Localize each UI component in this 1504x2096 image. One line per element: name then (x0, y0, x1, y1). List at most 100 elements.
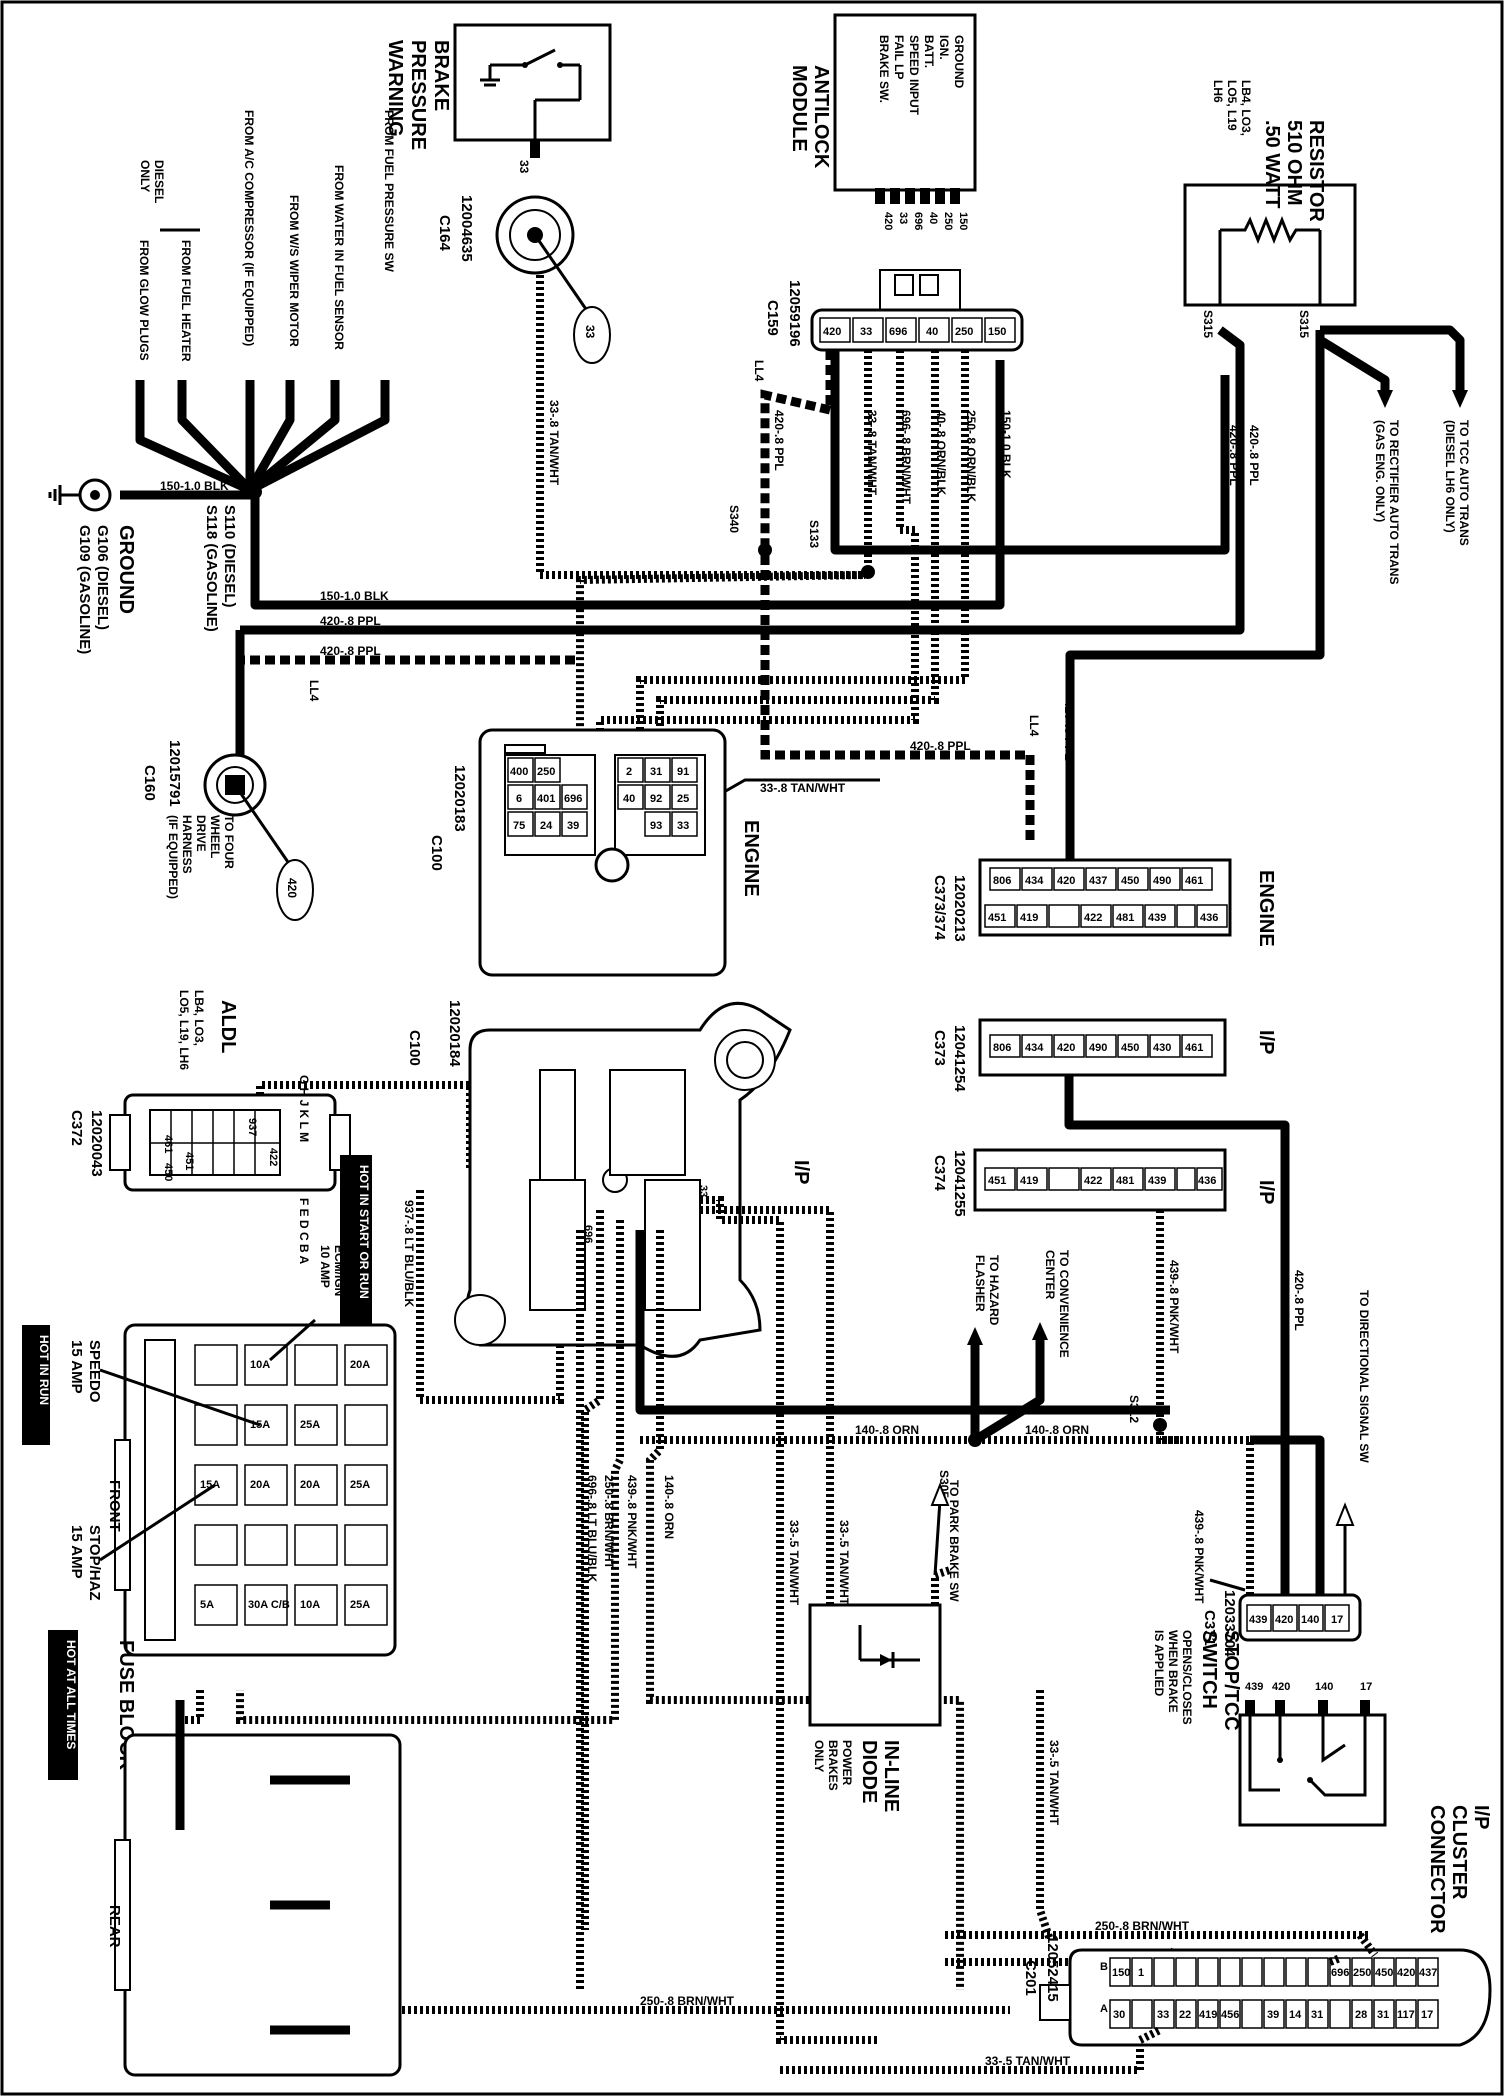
hot-all-text: HOT AT ALL TIMES (64, 1640, 78, 1749)
c373e-pin-450: 450 (1121, 875, 1139, 887)
s110-label-2: S118 (GASOLINE) (203, 505, 220, 632)
wire-label-420-ppl-6: 420-.8 PPL (1062, 700, 1076, 761)
antilock-fn-fail: FAIL LP (892, 35, 906, 79)
wire-label-250-brn: 250-.8 BRN/WHT (602, 1475, 616, 1570)
wire-label-33-5-a: 33-.5 TAN/WHT (787, 1520, 801, 1606)
cluster-row-b: 150 1 696 250 450 420 437 (1109, 1957, 1439, 1987)
resistor-title-2: 510 OHM (1283, 120, 1305, 206)
stop-fuse-line-1: STOP/HAZ (86, 1525, 103, 1601)
diode-note-3: ONLY (812, 1740, 826, 1772)
stop-tcc-box (1238, 1713, 1387, 1827)
cluster-b-450: 450 (1375, 1967, 1393, 1979)
diode-box (808, 1603, 942, 1727)
antilock-fn-ign: IGN. (937, 35, 951, 60)
splice-s312 (1153, 1418, 1167, 1432)
wire-label-250-brn-b: 250-.8 BRN/WHT (1095, 1919, 1190, 1933)
wires-upper: 150-1.0 BLK 420-.8 PPL 420-.8 PPL 420-.8… (235, 275, 1325, 860)
stop-tcc-pin-420: 420 (1272, 1681, 1290, 1693)
wire-label-420-ppl-2: 420-.8 PPL (1247, 425, 1261, 486)
wire-label-150-blk: 150-1.0 BLK (160, 479, 229, 493)
cluster-row-b-letter: B (1100, 1961, 1108, 1973)
wire-label-250: 250-.8 ORN/BLK (964, 410, 978, 502)
c160-note-5: (IF EQUIPPED) (166, 815, 180, 899)
c373e-pin-420: 420 (1057, 875, 1075, 887)
aldl-pin-422: 422 (267, 1148, 279, 1166)
c164-callout-text: 33 (583, 325, 597, 339)
convenience-line-2: CENTER (1043, 1250, 1057, 1300)
wire-label-439-b: 439-.8 PNK/WHT (1192, 1510, 1206, 1604)
c100ip-side: I/P (790, 1160, 812, 1184)
switch-contact (1321, 1716, 1346, 1763)
c100e-pin-92: 92 (650, 793, 662, 805)
fuse-15a-speedo: 15A (250, 1419, 270, 1431)
aldl-letters-top: G H J K L M (297, 1075, 311, 1142)
cluster-a-39: 39 (1267, 2009, 1279, 2021)
c159-pin-250: 250 (955, 326, 973, 338)
c160-note-1: TO FOUR (222, 815, 236, 869)
arrow-icon (930, 1482, 950, 1506)
c159-pin-696: 696 (889, 326, 907, 338)
fuse-30a-cb-a: 30A C/B (248, 1599, 290, 1611)
speedo-fuse-line-1: SPEEDO (86, 1340, 103, 1403)
source-glow-plugs: FROM GLOW PLUGS (137, 240, 151, 361)
c373ip-pin-420: 420 (1057, 1042, 1075, 1054)
c100e-pin-696: 696 (564, 793, 582, 805)
hot-start-run-banner (340, 1155, 372, 1340)
wire-label-150-blk-2: 150-1.0 BLK (320, 589, 389, 603)
diode-note-2: BRAKES (826, 1740, 840, 1791)
ll4-label-c: LL4 (1027, 715, 1041, 737)
cluster-b-437: 437 (1419, 1967, 1437, 1979)
aldl-engines-2: LO5, L19, LH6 (177, 990, 191, 1070)
c373ip-side: I/P (1255, 1030, 1277, 1054)
antilock-pin-33: 33 (897, 212, 909, 224)
source-fuel-pressure: FROM FUEL PRESSURE SW (382, 110, 396, 272)
c100ip-pin-696: 696 (582, 1225, 594, 1243)
resistor-title-1: RESISTOR (1305, 120, 1327, 222)
connector-c100-engine: 400 250 2 31 91 6 401 696 40 92 25 75 24… (428, 728, 762, 977)
c373e-pin-437: 437 (1089, 875, 1107, 887)
banners: HOT IN START OR RUN HOT IN RUN HOT AT AL… (22, 1155, 372, 1780)
wire-label-40: 40-.8 ORN/BLK (934, 410, 948, 496)
ll4-label-b: LL4 (752, 360, 766, 382)
ground-g109: G109 (GASOLINE) (76, 525, 93, 654)
wire-label-33-5-d: 33-.5 TAN/WHT (985, 2054, 1071, 2068)
ground: 150-1.0 BLK GROUND G106 (DIESEL) G109 (G… (48, 478, 255, 654)
c100e-pin-39: 39 (567, 820, 579, 832)
c100ip-id: C100 (406, 1030, 423, 1066)
diode-icon (880, 1654, 892, 1666)
c100ip-pin-33: 33 (697, 1185, 709, 1197)
wire-label-140-b: 140-.8 ORN (1025, 1423, 1089, 1437)
diesel-only-2: ONLY (138, 160, 152, 192)
resistor-symbol (1220, 215, 1320, 245)
fuse-block-rear-body (123, 1733, 402, 2077)
brake-pressure-warning: 33 BRAKE PRESSURE WARNING (384, 23, 612, 174)
connector-c100-ip: 696 33 12020184 C100 I/P (406, 1000, 812, 1358)
ground-title: GROUND (115, 525, 137, 614)
aldl-pin-451: 451 (183, 1152, 195, 1170)
wire-label-420-ppl: 420-.8 PPL (320, 614, 381, 628)
brake-pressure-title-3: WARNING (384, 40, 406, 137)
antilock-fn-speed: SPEED INPUT (907, 35, 921, 116)
c100e-pin-24: 24 (540, 820, 553, 832)
stop-fuse-line-2: 15 AMP (68, 1525, 85, 1579)
c373e-pin-436: 436 (1200, 912, 1218, 924)
c160-note-2: WHEEL (208, 815, 222, 858)
rectifier-label-2: (GAS ENG. ONLY) (1373, 420, 1387, 522)
wire-label-439-c: 439-.8 PNK/WHT (625, 1475, 639, 1569)
fuse-20a-c: 20A (300, 1479, 320, 1491)
connector-c164: 33 12004635 C164 (436, 195, 611, 364)
c374ip-pin-439: 439 (1148, 1175, 1166, 1187)
antilock-pin-420: 420 (882, 212, 894, 230)
c164-id: C164 (436, 215, 453, 252)
directional-label: TO DIRECTIONAL SIGNAL SW (1357, 1290, 1371, 1463)
s110-label-1: S110 (DIESEL) (221, 505, 238, 608)
wire-label-140-c: 140-.8 ORN (662, 1475, 676, 1539)
fuse-5a: 5A (200, 1599, 214, 1611)
diode-note-1: POWER (840, 1740, 854, 1786)
diesel-only-1: DIESEL (152, 160, 166, 203)
connector-c373-engine: 806 434 420 437 450 490 461 451 419 422 … (931, 858, 1277, 947)
s340-label: S340 (727, 505, 741, 533)
c100e-part: 12020183 (451, 765, 468, 832)
